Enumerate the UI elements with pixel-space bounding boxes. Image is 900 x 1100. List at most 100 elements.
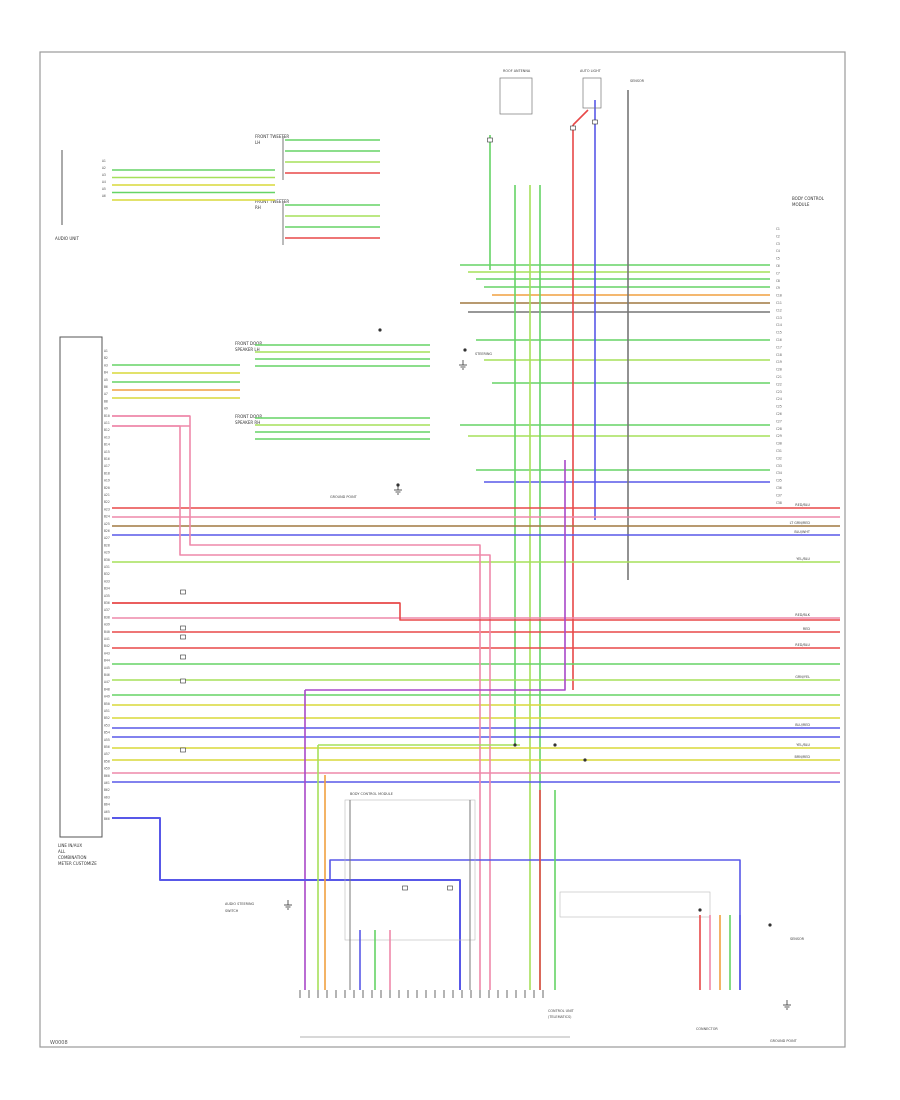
bcm-pin: C5 bbox=[776, 257, 780, 261]
bcm-pin: C6 bbox=[776, 264, 780, 268]
bcm-pin: C24 bbox=[776, 397, 782, 401]
audio-unit-pin: A1 bbox=[102, 159, 106, 163]
tweeter-label: FRONT TWEETER bbox=[255, 199, 289, 204]
bcm-pin: C8 bbox=[776, 279, 780, 283]
main-unit-label: (TELEMATICS) bbox=[548, 1015, 572, 1019]
bcm-pin: C29 bbox=[776, 434, 782, 438]
combination-meter-pin: B52 bbox=[104, 716, 110, 720]
combination-meter-pin: B20 bbox=[104, 486, 110, 490]
combination-meter-pin: A13 bbox=[104, 435, 110, 439]
combination-meter-pin: A9 bbox=[104, 407, 108, 411]
connector-body bbox=[180, 678, 186, 684]
steering-switch-label: SWITCH bbox=[225, 909, 239, 913]
combination-meter-pin: A17 bbox=[104, 464, 110, 468]
bcm-pin: C10 bbox=[776, 294, 782, 298]
ground-point-label: GROUND POINT bbox=[770, 1039, 798, 1043]
audio-unit-pin: A2 bbox=[102, 166, 106, 170]
connector-body bbox=[180, 634, 186, 640]
combination-meter-pin: A25 bbox=[104, 522, 110, 526]
connector-body bbox=[487, 137, 493, 143]
meter-run-label: BRN/RED bbox=[795, 755, 811, 759]
combination-meter-pin: B40 bbox=[104, 630, 110, 634]
bcm-pin: C16 bbox=[776, 338, 782, 342]
combination-meter-pin: B22 bbox=[104, 500, 110, 504]
combination-meter-pin: B42 bbox=[104, 644, 110, 648]
combination-meter-pin: B8 bbox=[104, 399, 108, 403]
combination-meter-pin: A51 bbox=[104, 709, 110, 713]
meter-run-label: LT GRN/RED bbox=[790, 521, 811, 525]
auto-light-sensor-box bbox=[582, 77, 602, 109]
combination-meter-pin: A45 bbox=[104, 666, 110, 670]
lower-connector-label: CONNECTOR bbox=[696, 1027, 718, 1031]
speaker-label: SPEAKER LH bbox=[235, 347, 260, 352]
connector-body bbox=[447, 885, 453, 891]
connector-body bbox=[592, 119, 598, 125]
combination-meter-pin: B46 bbox=[104, 673, 110, 677]
vertical-wire bbox=[572, 109, 589, 126]
bend-wire bbox=[112, 415, 481, 990]
bcm-pin: C21 bbox=[776, 375, 782, 379]
connector-body bbox=[180, 654, 186, 660]
ground-point-label: GROUND POINT bbox=[330, 495, 358, 499]
meter-run-label: YEL/BLU bbox=[796, 743, 810, 747]
connector-icon bbox=[180, 678, 186, 684]
sensor-label: SENSOR bbox=[790, 937, 805, 941]
splice-dot-icon bbox=[513, 743, 517, 747]
combination-meter-pin: A7 bbox=[104, 392, 108, 396]
audio-unit-pin: A5 bbox=[102, 187, 106, 191]
meter-run-label: BLU/WHT bbox=[794, 530, 811, 534]
combination-meter-pin: B26 bbox=[104, 529, 110, 533]
meter-run-label: RED/BLU bbox=[795, 503, 810, 507]
bcm-pin: C11 bbox=[776, 301, 782, 305]
bcm-pin: C35 bbox=[776, 479, 782, 483]
figure-id: W0008 bbox=[50, 1040, 68, 1046]
combination-meter-pin: B48 bbox=[104, 687, 110, 691]
combination-meter-label: METER CUSTOMIZE bbox=[58, 861, 97, 866]
bcm-pin: C17 bbox=[776, 345, 782, 349]
combination-meter-pin: A15 bbox=[104, 450, 110, 454]
bcm-pin: C23 bbox=[776, 390, 782, 394]
bcm-pin: C9 bbox=[776, 286, 780, 290]
combination-meter-pin: B10 bbox=[104, 414, 110, 418]
lower-connector-frame bbox=[559, 891, 711, 918]
ground-icon bbox=[284, 900, 292, 910]
combination-meter-pin: A1 bbox=[104, 349, 108, 353]
meter-run-label: BLU/RED bbox=[795, 723, 810, 727]
combination-meter-pin: A27 bbox=[104, 536, 110, 540]
ground-icon bbox=[783, 1000, 791, 1010]
connector-icon bbox=[447, 885, 453, 891]
meter-run-label: RED/BLK bbox=[795, 613, 810, 617]
connector-icon bbox=[180, 589, 186, 595]
bcm-pin: C25 bbox=[776, 405, 782, 409]
connector-icon bbox=[180, 654, 186, 660]
combination-meter-pin: A61 bbox=[104, 781, 110, 785]
connector-icon bbox=[180, 625, 186, 631]
combination-meter-pin: A55 bbox=[104, 738, 110, 742]
connector-icon bbox=[570, 125, 576, 131]
splice-dot-icon bbox=[553, 743, 557, 747]
main-unit-label: CONTROL UNIT bbox=[548, 1009, 575, 1013]
combination-meter-pin: B44 bbox=[104, 659, 110, 663]
bcm-pin: C33 bbox=[776, 464, 782, 468]
audio-unit-pin: A4 bbox=[102, 180, 106, 184]
splice-dot-icon bbox=[583, 758, 587, 762]
connector-body bbox=[180, 625, 186, 631]
splice-dot-icon bbox=[698, 908, 702, 912]
connector-body bbox=[180, 747, 186, 753]
tweeter-label: RH bbox=[255, 205, 261, 210]
combination-meter-pin: A53 bbox=[104, 723, 110, 727]
combination-meter-pin: A37 bbox=[104, 608, 110, 612]
combination-meter-pin: B54 bbox=[104, 731, 110, 735]
combination-meter-pin: B36 bbox=[104, 601, 110, 605]
combination-meter-pin: A41 bbox=[104, 637, 110, 641]
roof-antenna-box bbox=[499, 77, 533, 115]
combination-meter-pin: A59 bbox=[104, 767, 110, 771]
bend-wire bbox=[112, 425, 491, 990]
combination-meter-pin: B66 bbox=[104, 817, 110, 821]
bend-wire bbox=[305, 460, 566, 691]
splice-dot-icon bbox=[396, 483, 400, 487]
bcm-label: MODULE bbox=[792, 202, 810, 207]
auto-light-label: AUTO LIGHT bbox=[580, 69, 602, 73]
combination-meter-pin: A23 bbox=[104, 507, 110, 511]
